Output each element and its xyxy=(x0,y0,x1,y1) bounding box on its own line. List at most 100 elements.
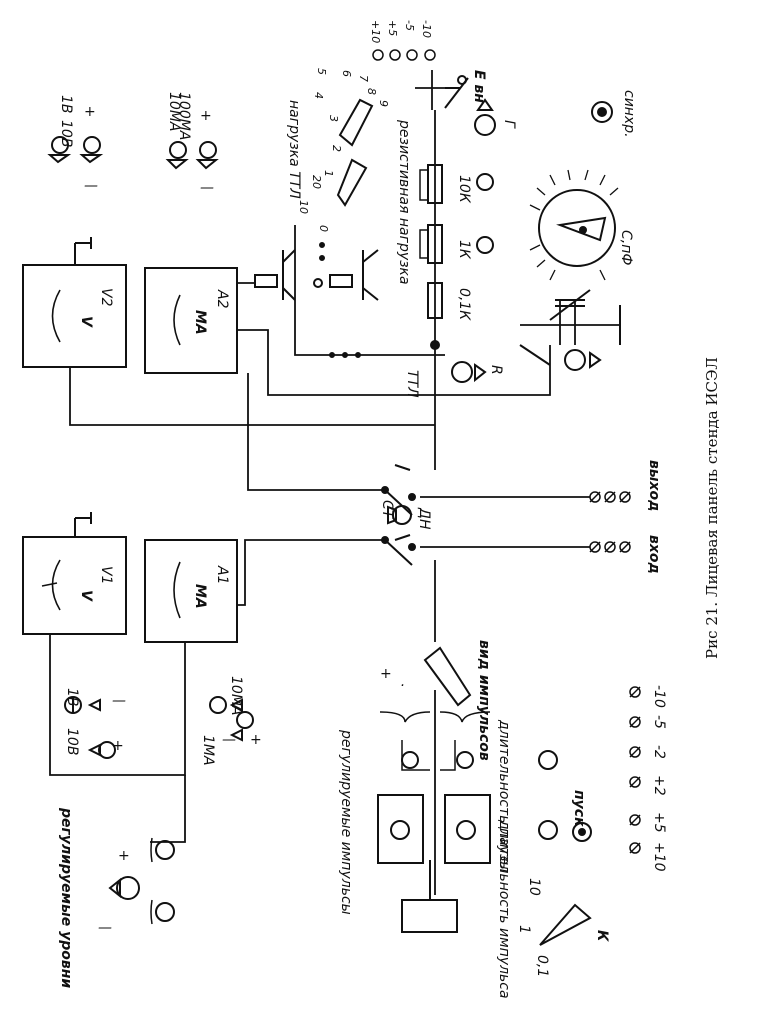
ttl-scale-10: 10 xyxy=(297,200,310,214)
ext-m10: -10 xyxy=(420,20,433,38)
k-range-switch[interactable]: 0,1 1 10 К xyxy=(516,878,610,977)
k-scale-0: 0,1 xyxy=(534,955,550,977)
pulse-duration-label: длительность импульса xyxy=(496,819,512,999)
a2-range-switch[interactable]: 10МА 100МА — + xyxy=(165,92,219,196)
res-1k: 1К xyxy=(456,240,472,260)
v1-symbol: V xyxy=(78,590,94,602)
sync-label: синхр. xyxy=(621,90,637,138)
ttl-scale-6: 6 xyxy=(340,70,353,77)
pulse-type-label: вид импульсов xyxy=(476,640,492,761)
supply-terminals[interactable]: +10 +5 +2 -2 -5 -10 xyxy=(629,685,667,872)
supply-p5: +5 xyxy=(651,812,667,833)
v1-range-switch[interactable]: 1В 10В — + xyxy=(64,688,126,759)
v1-name: V1 xyxy=(98,566,114,584)
voltmeter-v2: V V2 xyxy=(22,237,127,368)
ttl-scale-4: 4 xyxy=(312,92,325,99)
sync-terminal[interactable]: синхр. xyxy=(591,90,637,138)
reg-pulses-label: регулируемые импульсы xyxy=(338,729,354,915)
variable-capacitor xyxy=(549,289,621,345)
svg-text:+: + xyxy=(250,732,262,748)
ttl-load: нагрузка ТТЛ ТТЛ xyxy=(254,100,420,398)
ttl-scale-3: 3 xyxy=(327,115,340,122)
v2-name: V2 xyxy=(98,288,114,307)
v1-range-low: 1В xyxy=(64,688,80,707)
ext-terminals[interactable]: +10 +5 -5 -10 xyxy=(369,20,436,61)
a2-range-high: 100МА xyxy=(176,92,192,140)
a1-range-high: 10МА xyxy=(228,676,244,715)
res-01k: 0,1К xyxy=(456,288,472,321)
pulse-type-switch[interactable]: вид импульсов xyxy=(423,640,492,761)
k-label: К xyxy=(594,930,610,942)
v1-range-high: 10В xyxy=(64,728,80,755)
v2-range-high: 10В xyxy=(58,120,74,147)
resistive-load-label: резистивная нагрузка xyxy=(396,119,412,285)
ext-p10: +10 xyxy=(369,20,382,43)
cap-switch[interactable] xyxy=(519,344,602,371)
v2-range-switch[interactable]: 1В 10В — + xyxy=(47,95,104,194)
input-terminals[interactable]: вход xyxy=(589,535,662,574)
svg-text:+: + xyxy=(118,848,130,864)
dn-label: ДН xyxy=(416,507,432,530)
regulated-pulses-block: регулируемые импульсы + · длительность п… xyxy=(338,666,558,999)
ttl-scale-2: 2 xyxy=(330,145,343,152)
output-terminals[interactable]: выход xyxy=(589,460,662,511)
ext-p5: +5 xyxy=(386,20,399,36)
output-label: выход xyxy=(646,460,662,511)
capacitance-label: С,пФ xyxy=(618,230,634,265)
reg-levels-label: регулируемые уровни xyxy=(58,807,74,988)
a1-range-switch[interactable]: 1МА 10МА — + xyxy=(200,676,262,766)
gen-label: Г xyxy=(501,120,517,129)
output-switch[interactable] xyxy=(381,464,416,541)
res-10k: 10К xyxy=(456,175,472,204)
figure-caption: Рис 21. Лицевая панель стенда ИСЭЛ xyxy=(703,357,721,659)
ttl-scale-1: 1 xyxy=(322,170,335,177)
k-scale-2: 10 xyxy=(526,878,542,896)
ttl-scale-7: 7 xyxy=(357,75,370,82)
a1-symbol: МА xyxy=(192,584,208,609)
ttl-scale-0: 0 xyxy=(317,225,330,232)
ttl-load-label: нагрузка ТТЛ xyxy=(286,100,302,199)
st-label: СТ xyxy=(379,500,395,520)
a2-name: А2 xyxy=(214,289,230,309)
k-scale-1: 1 xyxy=(516,925,532,934)
svg-text:+: + xyxy=(112,738,124,754)
resistive-load: резистивная нагрузка 10К 1К 0,1К xyxy=(396,119,494,350)
v2-symbol: V xyxy=(78,316,94,328)
ext-source-label: Е вн xyxy=(471,70,487,103)
st-dn-switch[interactable]: СТ ДН xyxy=(379,500,432,530)
ext-source-switch[interactable]: Е вн Г xyxy=(444,70,517,136)
supply-m2: -2 xyxy=(651,745,667,759)
ammeter-a2: МА А2 xyxy=(144,267,238,374)
ttl-scale-8: 8 xyxy=(365,88,378,95)
ttl-scale-9: 9 xyxy=(377,100,390,107)
ttl-scale-5: 5 xyxy=(315,68,328,75)
svg-text:—: — xyxy=(112,693,126,709)
r-label: R xyxy=(488,365,504,375)
svg-text:—: — xyxy=(84,178,98,194)
start-label: пуск xyxy=(571,790,587,827)
ttl-load-selector[interactable]: 0 1 2 3 4 5 6 7 8 9 10 20 xyxy=(297,68,390,232)
svg-text:—: — xyxy=(98,920,112,936)
input-switch[interactable] xyxy=(381,536,416,566)
a2-symbol: МА xyxy=(192,310,208,335)
v2-range-low: 1В xyxy=(58,95,74,114)
supply-m10: -10 xyxy=(651,685,667,708)
svg-text:·: · xyxy=(400,678,404,694)
svg-text:—: — xyxy=(200,180,214,196)
capacitance-dial[interactable]: С,пФ xyxy=(529,169,634,281)
ammeter-a1: МА А1 xyxy=(144,539,238,643)
svg-text:+: + xyxy=(84,104,96,120)
svg-text:+: + xyxy=(200,108,212,124)
voltmeter-v1: V V1 xyxy=(22,512,127,635)
r-knob[interactable]: R xyxy=(451,361,504,383)
input-label: вход xyxy=(646,535,662,574)
a1-name: А1 xyxy=(214,565,230,584)
ttl-scale-11: 20 xyxy=(310,175,323,189)
wiring xyxy=(49,70,620,895)
svg-text:+: + xyxy=(380,666,392,682)
start-button[interactable]: пуск xyxy=(571,790,592,842)
pause-duration-label: длительность паузы xyxy=(496,719,512,872)
ext-m5: -5 xyxy=(403,20,416,31)
regulated-levels-knobs[interactable]: регулируемые уровни — + xyxy=(58,807,175,988)
a1-range-low: 1МА xyxy=(200,735,216,766)
